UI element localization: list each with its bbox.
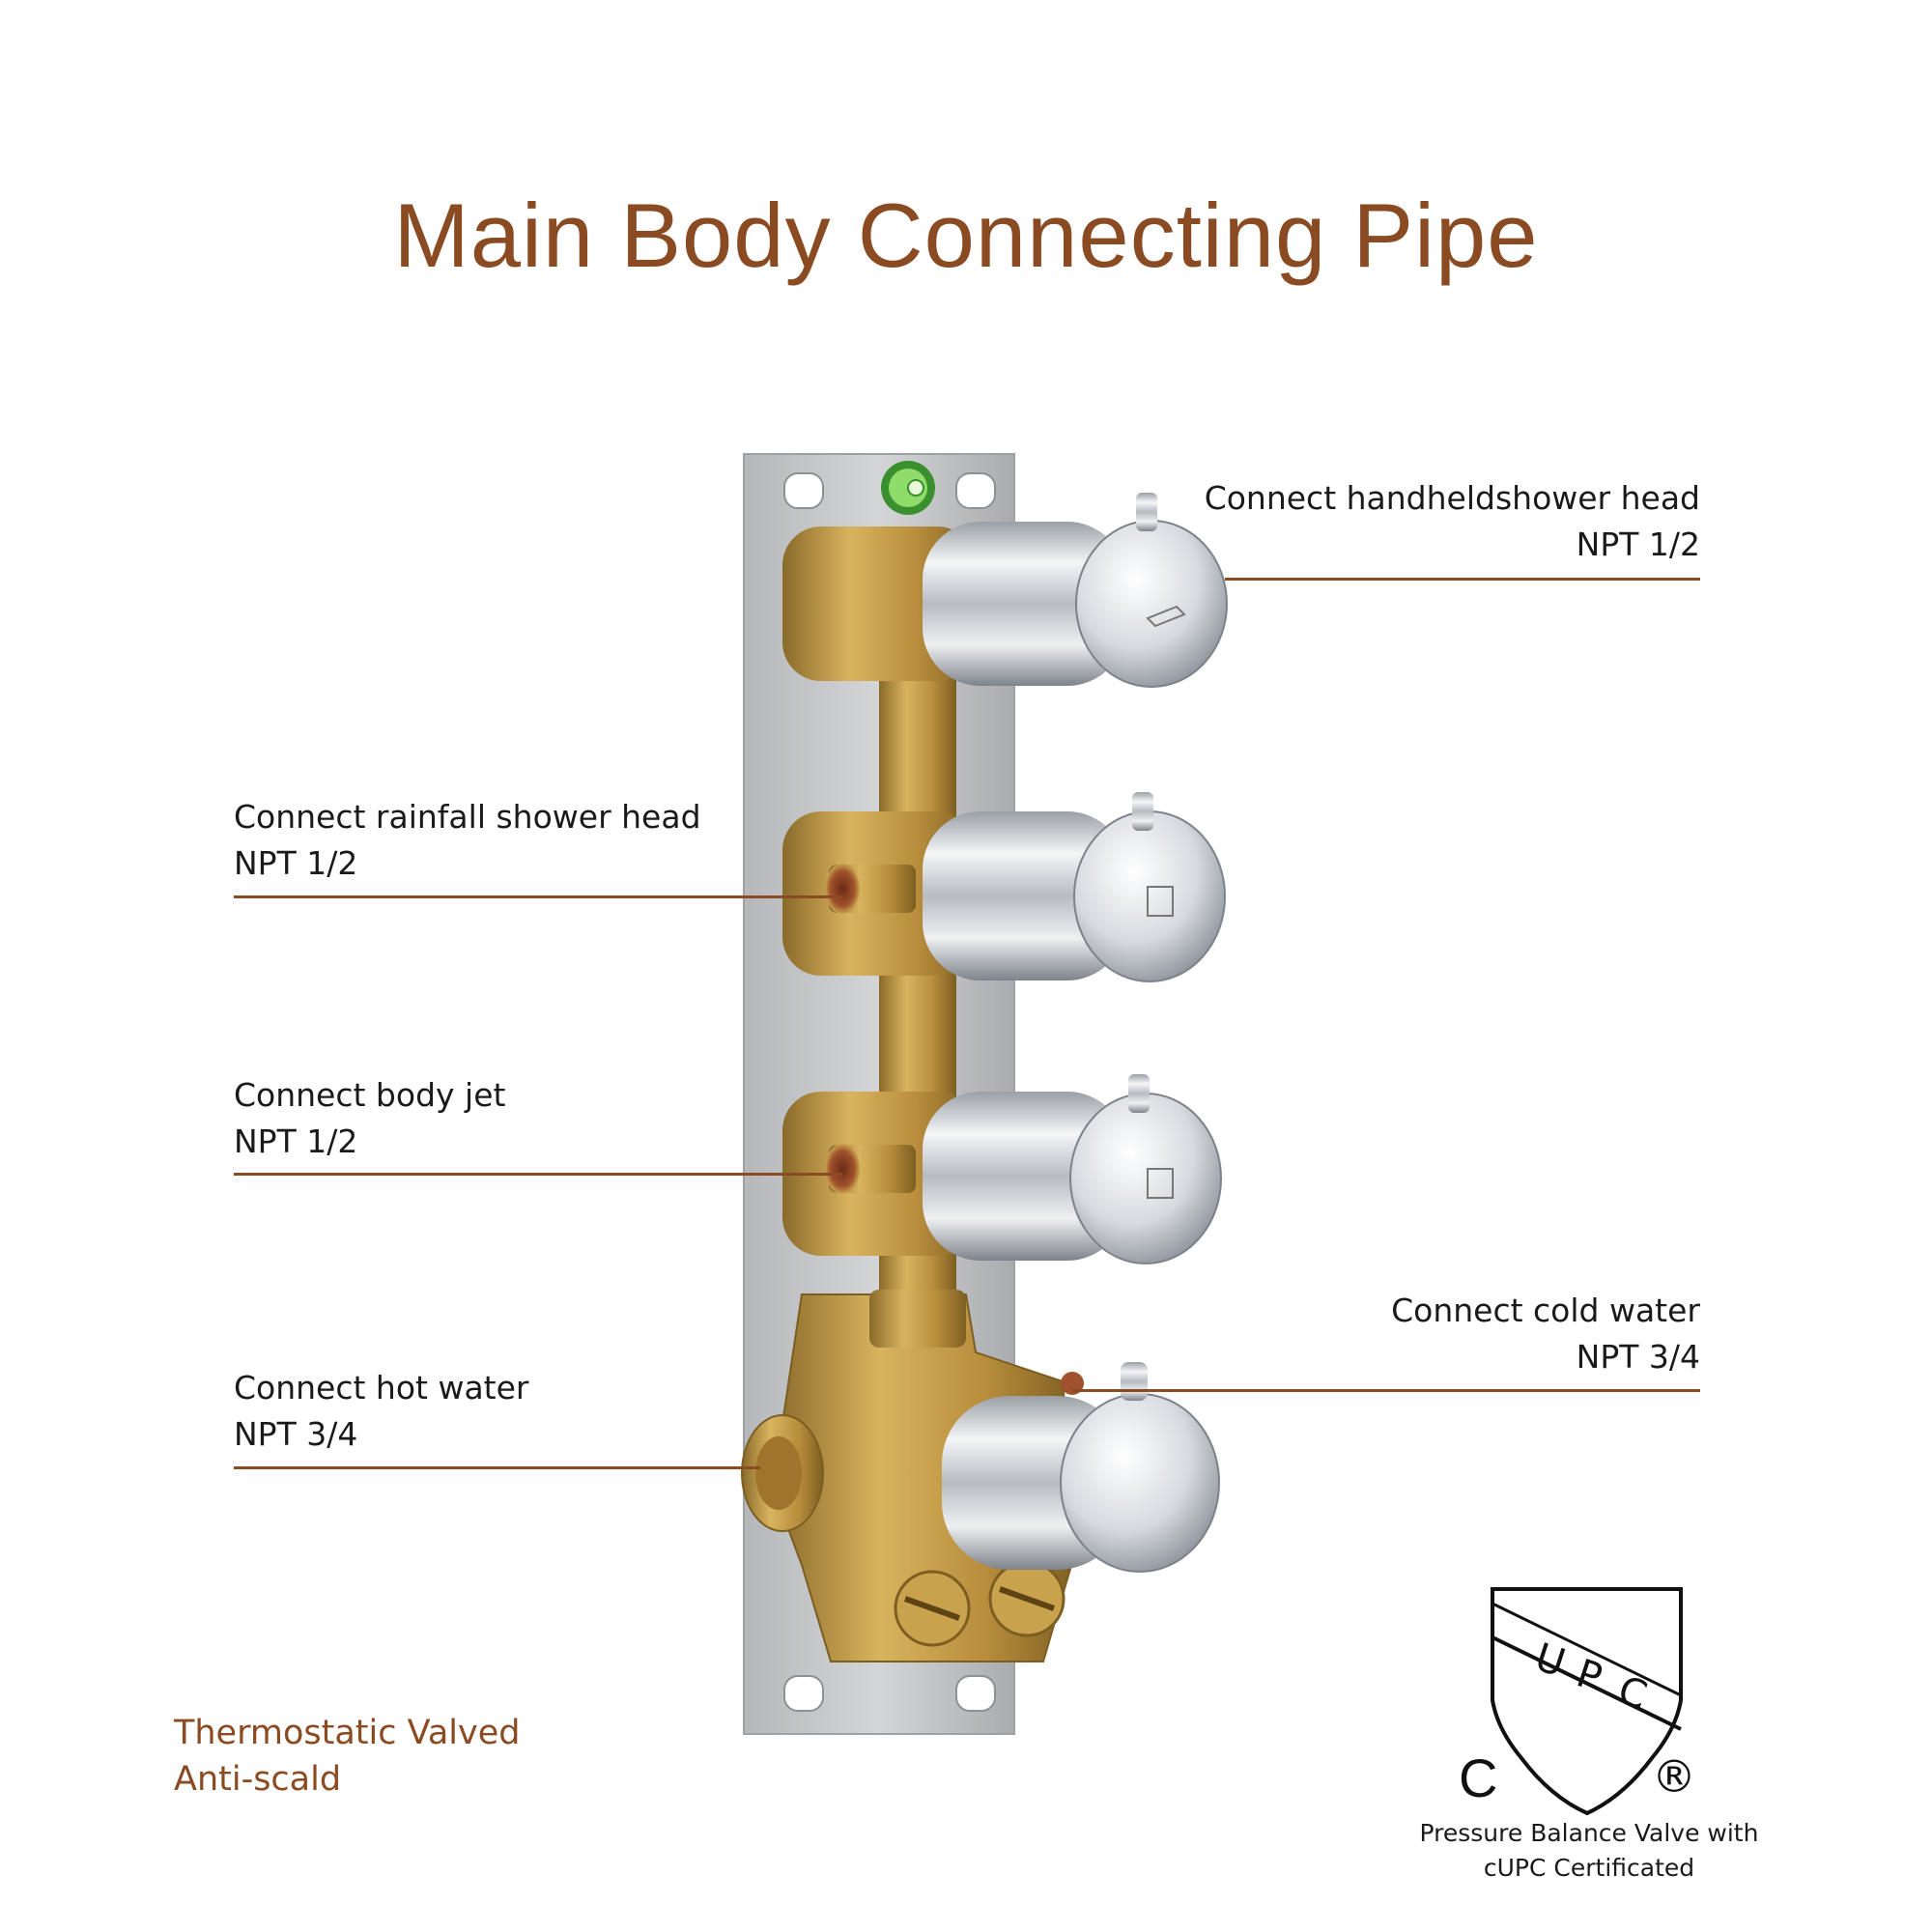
- cert-caption-line1: Pressure Balance Valve with: [1419, 1819, 1759, 1847]
- callout-rainfall: Connect rainfall shower head NPT 1/2: [234, 794, 775, 887]
- leader-line-cold-water: [1072, 1389, 1700, 1392]
- feature-thermostatic: Thermostatic Valved: [174, 1714, 521, 1752]
- callout-body-jet: Connect body jet NPT 1/2: [234, 1072, 775, 1165]
- callout-cold-water-text: Connect cold water: [1391, 1292, 1700, 1329]
- screw-cap-left: [894, 1570, 971, 1647]
- page-title: Main Body Connecting Pipe: [393, 185, 1539, 286]
- callout-cold-water-size: NPT 3/4: [1576, 1338, 1700, 1376]
- callout-cold-water: Connect cold water NPT 3/4: [1208, 1288, 1700, 1380]
- certification-caption: Pressure Balance Valve with cUPC Certifi…: [1372, 1816, 1806, 1886]
- c-mark: C: [1459, 1747, 1498, 1808]
- screw-cap-right: [988, 1560, 1065, 1637]
- feature-anti-scald: Anti-scald: [174, 1760, 342, 1799]
- hot-water-inlet: [741, 1414, 824, 1532]
- leader-line-handheld: [1225, 578, 1700, 581]
- callout-body-jet-size: NPT 1/2: [234, 1122, 358, 1160]
- callout-handheld-size: NPT 1/2: [1576, 526, 1700, 563]
- callout-hot-water: Connect hot water NPT 3/4: [234, 1365, 775, 1458]
- rainfall-handle: [923, 792, 1226, 982]
- leader-line-hot-water: [234, 1466, 760, 1469]
- callout-handheld: Connect handheldshower head NPT 1/2: [1111, 475, 1700, 568]
- body-jet-handle: [923, 1074, 1222, 1264]
- callout-handheld-text: Connect handheldshower head: [1204, 479, 1700, 517]
- registered-mark: ®: [1652, 1750, 1696, 1803]
- cert-caption-line2: cUPC Certificated: [1483, 1854, 1695, 1882]
- upc-logo: [1491, 1587, 1683, 1816]
- spirit-level-icon: [881, 461, 935, 515]
- feature-list: Thermostatic Valved Anti-scald: [174, 1710, 520, 1803]
- callout-hot-water-text: Connect hot water: [234, 1369, 529, 1406]
- callout-hot-water-size: NPT 3/4: [234, 1415, 358, 1453]
- callout-rainfall-size: NPT 1/2: [234, 844, 358, 882]
- leader-line-body-jet: [234, 1173, 842, 1176]
- leader-line-rainfall: [234, 895, 842, 898]
- rainfall-outlet: [825, 864, 916, 914]
- callout-body-jet-text: Connect body jet: [234, 1076, 506, 1114]
- body-jet-outlet: [825, 1144, 916, 1194]
- handheld-handle: [923, 493, 1228, 688]
- thermostatic-handle: [942, 1362, 1220, 1573]
- callout-rainfall-text: Connect rainfall shower head: [234, 798, 701, 836]
